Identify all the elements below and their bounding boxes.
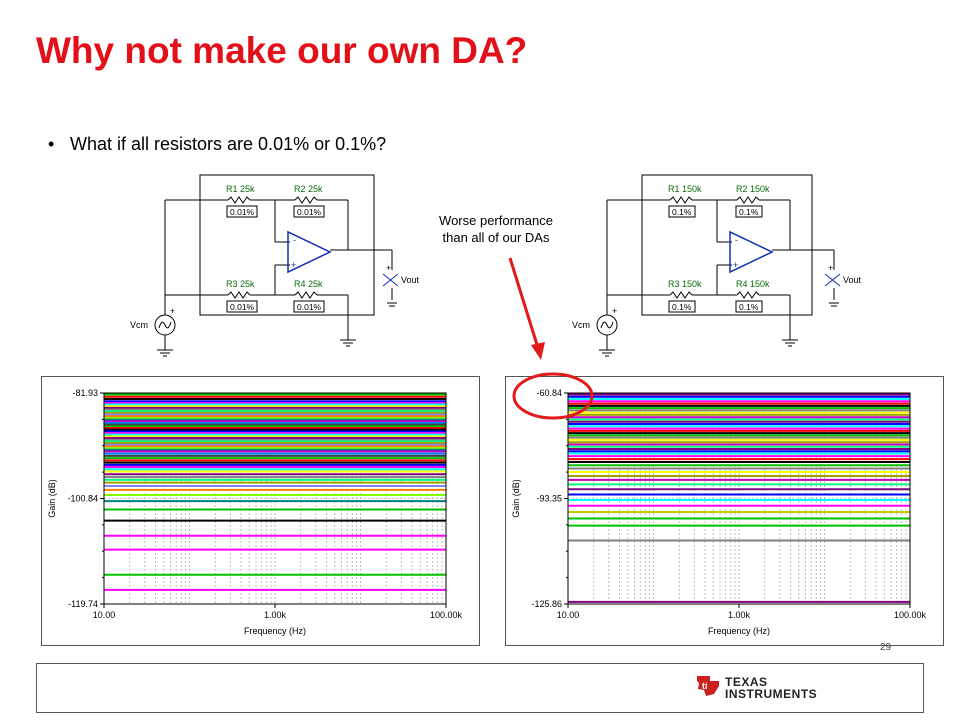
- r3-tolerance: 0.1%: [672, 302, 692, 312]
- probe-plus-label: +: [828, 263, 833, 273]
- probe-plus-label: +: [386, 263, 391, 273]
- y-tick-label: -81.93: [72, 388, 98, 398]
- r4-label: R4 150k: [736, 279, 770, 289]
- resistor-r1-symbol: [227, 196, 251, 204]
- vout-label: Vout: [401, 275, 420, 285]
- y-axis-label: Gain (dB): [47, 479, 57, 518]
- x-tick-label: 100.00k: [430, 610, 463, 620]
- source-plus-label: +: [170, 306, 175, 316]
- r1-tolerance: 0.1%: [672, 207, 692, 217]
- vout-label: Vout: [843, 275, 862, 285]
- svg-text:ti: ti: [702, 681, 708, 691]
- resistor-r4-symbol: [294, 291, 318, 299]
- annotation-callout: Worse performance than all of our DAs: [416, 212, 576, 246]
- ti-logo-icon: ti: [697, 676, 719, 696]
- x-tick-label: 10.00: [557, 610, 580, 620]
- resistor-r1-symbol: [669, 196, 693, 204]
- arrow-head-icon: [531, 342, 545, 360]
- ti-logo-text: TEXAS INSTRUMENTS: [725, 676, 817, 700]
- x-tick-label: 1.00k: [728, 610, 751, 620]
- y-tick-label: -125.86: [531, 599, 562, 609]
- vcm-label: Vcm: [130, 320, 148, 330]
- r4-tolerance: 0.1%: [739, 302, 759, 312]
- voltage-source-icon: [596, 314, 618, 336]
- r4-tolerance: 0.01%: [297, 302, 322, 312]
- opamp-plus-label: +: [291, 260, 296, 270]
- voltage-source-icon: [154, 314, 176, 336]
- chart-grid: [567, 393, 910, 604]
- bullet-text: What if all resistors are 0.01% or 0.1%?: [70, 134, 387, 154]
- vcm-label: Vcm: [572, 320, 590, 330]
- x-tick-label: 10.00: [93, 610, 116, 620]
- footer-bar: [36, 663, 924, 713]
- source-plus-label: +: [612, 306, 617, 316]
- chart-series-group: [104, 393, 446, 591]
- resistor-r4-symbol: [736, 291, 760, 299]
- logo-line-1: TEXAS: [725, 675, 768, 689]
- r3-label: R3 150k: [668, 279, 702, 289]
- chart-grid: [103, 393, 446, 604]
- y-tick-label: -100.84: [67, 494, 98, 504]
- r2-label: R2 150k: [736, 184, 770, 194]
- chart-series-group: [568, 393, 910, 603]
- opamp-minus-label: -: [735, 235, 738, 245]
- opamp-icon: [729, 230, 774, 274]
- sine-wave-icon: [158, 321, 172, 329]
- bullet-point: • What if all resistors are 0.01% or 0.1%…: [48, 134, 386, 155]
- y-tick-label: -119.74: [68, 599, 98, 609]
- r1-label: R1 150k: [668, 184, 702, 194]
- opamp-plus-label: +: [733, 260, 738, 270]
- slide-title: Why not make our own DA?: [36, 30, 528, 71]
- r3-label: R3 25k: [226, 279, 255, 289]
- resistor-r2-symbol: [736, 196, 760, 204]
- r2-tolerance: 0.1%: [739, 207, 759, 217]
- annotation-line-2: than all of our DAs: [442, 230, 550, 245]
- r1-tolerance: 0.01%: [230, 207, 255, 217]
- r2-label: R2 25k: [294, 184, 323, 194]
- page-number: 29: [880, 642, 892, 653]
- y-tick-label: -93.35: [536, 494, 562, 504]
- y-axis-label: Gain (dB): [511, 479, 521, 518]
- opamp-icon: [287, 230, 332, 274]
- circuit-border: [199, 174, 375, 316]
- logo-line-2: INSTRUMENTS: [725, 687, 818, 701]
- resistor-r2-symbol: [294, 196, 318, 204]
- r2-tolerance: 0.01%: [297, 207, 322, 217]
- schematic-left: - + + Vout Vcm + R1 25k R2 25k R3 25k R4…: [130, 174, 420, 357]
- y-tick-label: -60.84: [536, 388, 562, 398]
- resistor-r3-symbol: [227, 291, 251, 299]
- x-tick-label: 100.00k: [894, 610, 927, 620]
- circuit-border: [641, 174, 813, 316]
- x-tick-label: 1.00k: [264, 610, 287, 620]
- bullet-dot: •: [48, 134, 55, 154]
- arrow-line: [508, 257, 540, 349]
- r4-label: R4 25k: [294, 279, 323, 289]
- opamp-minus-label: -: [293, 235, 296, 245]
- x-axis-label: Frequency (Hz): [708, 626, 770, 636]
- annotation-line-1: Worse performance: [439, 213, 553, 228]
- x-axis-label: Frequency (Hz): [244, 626, 306, 636]
- r3-tolerance: 0.01%: [230, 302, 255, 312]
- sine-wave-icon: [600, 321, 614, 329]
- resistor-r3-symbol: [669, 291, 693, 299]
- r1-label: R1 25k: [226, 184, 255, 194]
- schematic-right: - + + Vout Vcm + R1 150k R2 150k R3 150k…: [572, 174, 862, 357]
